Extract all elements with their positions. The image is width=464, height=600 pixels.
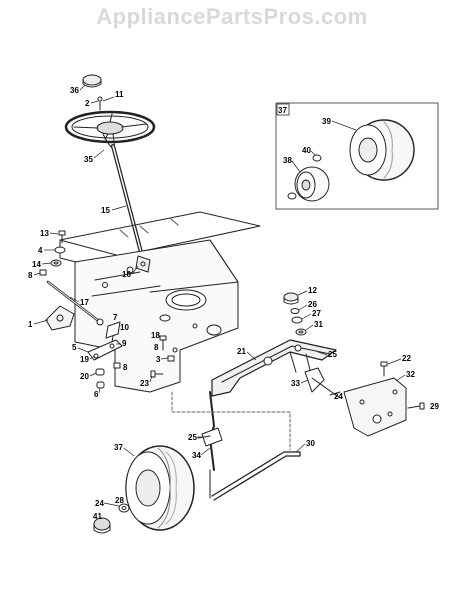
callout-8c: 8 (154, 343, 159, 352)
washer-26 (290, 308, 300, 314)
callout-11: 11 (115, 90, 124, 99)
callout-20: 20 (80, 372, 89, 381)
inset-tire (349, 119, 415, 181)
callout-37-inset: 37 (278, 106, 287, 115)
callout-13: 13 (40, 229, 49, 238)
pivot-arm (87, 339, 123, 361)
sector-gear (45, 305, 75, 331)
callout-28: 28 (115, 496, 124, 505)
callout-31: 31 (314, 320, 323, 329)
hub-cap (93, 517, 111, 534)
washer-27 (291, 316, 303, 324)
callout-18: 18 (151, 331, 160, 340)
callout-33: 33 (291, 379, 300, 388)
callout-4: 4 (38, 246, 43, 255)
callout-35: 35 (84, 155, 93, 164)
nut-8b (113, 362, 121, 369)
spindle-right (304, 367, 341, 399)
callout-21: 21 (237, 347, 246, 356)
callout-24b: 24 (95, 499, 104, 508)
callout-7: 7 (113, 313, 118, 322)
callout-17: 17 (80, 298, 89, 307)
steering-shaft (111, 144, 144, 258)
callout-25b: 25 (188, 433, 197, 442)
spacer-20 (95, 368, 105, 376)
inset-rim (287, 166, 330, 202)
watermark: AppliancePartsPros.com (96, 4, 368, 29)
callout-15: 15 (101, 206, 110, 215)
callout-1: 1 (28, 320, 33, 329)
callout-30: 30 (306, 439, 315, 448)
axle-plate (329, 377, 407, 437)
steering-bolt (97, 96, 103, 111)
callout-29: 29 (430, 402, 439, 411)
bushing-4 (54, 246, 66, 254)
callout-32: 32 (406, 370, 415, 379)
callout-38: 38 (283, 156, 292, 165)
tie-rod (209, 451, 301, 501)
steering-wheel (64, 110, 156, 151)
washer-14 (50, 259, 62, 267)
callout-24: 24 (334, 392, 343, 401)
callout-22: 22 (402, 354, 411, 363)
callout-34: 34 (192, 451, 201, 460)
bolt-13 (58, 230, 66, 244)
callout-26: 26 (308, 300, 317, 309)
callout-8: 8 (28, 271, 33, 280)
bolt-22 (380, 361, 388, 377)
steering-cap (82, 74, 102, 88)
callout-19: 19 (80, 355, 89, 364)
callout-36: 36 (70, 86, 79, 95)
nut-8 (39, 269, 47, 276)
hub-28 (118, 503, 130, 513)
callout-6: 6 (94, 390, 99, 399)
callout-8b: 8 (123, 363, 128, 372)
callout-27: 27 (312, 309, 321, 318)
bolt-29 (407, 402, 425, 410)
callout-2: 2 (85, 99, 90, 108)
callout-40: 40 (302, 146, 311, 155)
callout-37: 37 (114, 443, 123, 452)
callout-9: 9 (122, 339, 127, 348)
front-wheel (125, 445, 195, 531)
frame-bolt-b (150, 370, 164, 378)
spindle-left (197, 391, 223, 471)
frame-bolt (159, 335, 175, 362)
callout-14: 14 (32, 260, 41, 269)
callout-25: 25 (328, 350, 337, 359)
cap-12 (283, 292, 299, 305)
callout-16: 16 (122, 270, 131, 279)
spacer-6 (96, 381, 105, 389)
bearing-31 (295, 328, 307, 336)
callout-39: 39 (322, 117, 331, 126)
inset-bearing (312, 154, 322, 162)
callout-41: 41 (93, 512, 102, 521)
chassis-frame (59, 211, 261, 393)
callout-5: 5 (72, 343, 77, 352)
callout-23: 23 (140, 379, 149, 388)
inset-box (275, 102, 439, 210)
drag-link (46, 280, 104, 326)
callout-12: 12 (308, 286, 317, 295)
dashed-guide (171, 391, 291, 451)
front-axle (211, 339, 337, 397)
steering-gear (135, 255, 151, 273)
callout-10: 10 (120, 323, 129, 332)
callout-3: 3 (156, 355, 161, 364)
